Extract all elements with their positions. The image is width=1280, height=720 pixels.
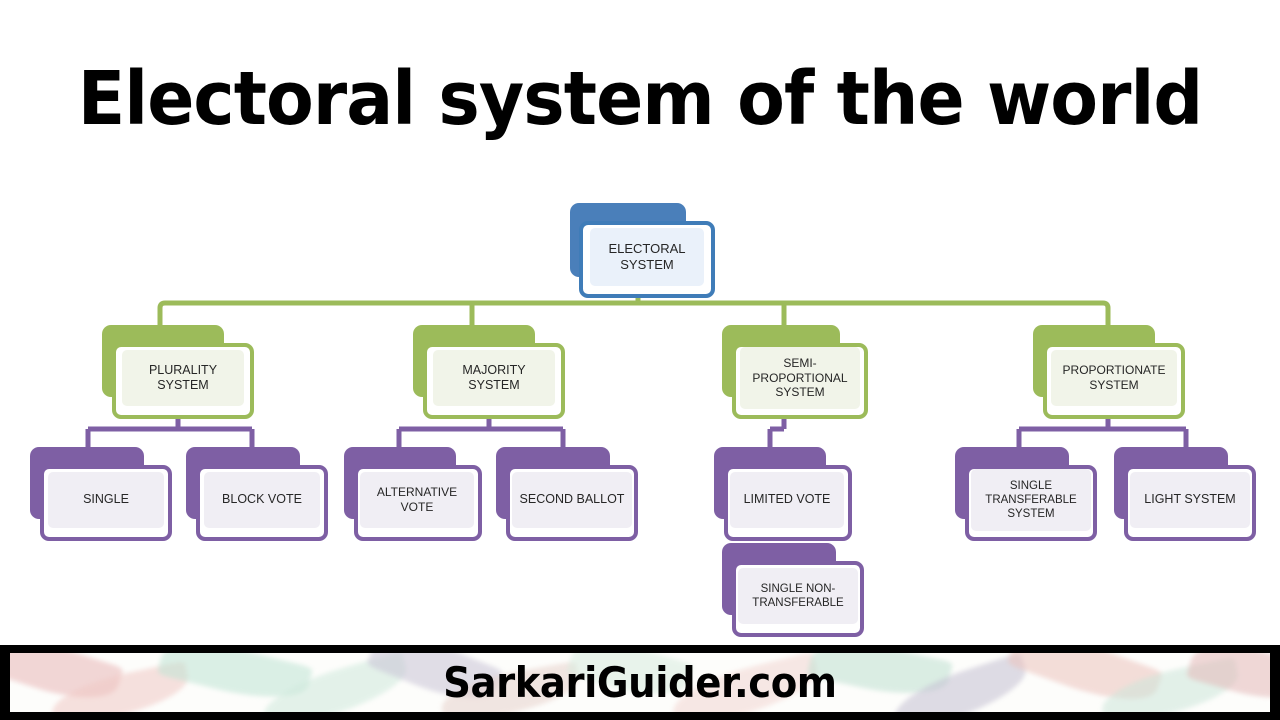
- node-single-transferable-system[interactable]: SINGLE TRANSFERABLE SYSTEM: [955, 447, 1097, 541]
- node-proportionate-system[interactable]: PROPORTIONATE SYSTEM: [1033, 325, 1185, 419]
- node-semi-proportional-system[interactable]: SEMI- PROPORTIONAL SYSTEM: [722, 325, 868, 419]
- node-label-semi-proportional-system: SEMI- PROPORTIONAL SYSTEM: [752, 356, 848, 400]
- node-light-system[interactable]: LIGHT SYSTEM: [1114, 447, 1256, 541]
- node-inner-panel: PROPORTIONATE SYSTEM: [1051, 350, 1177, 406]
- node-inner-panel: LIGHT SYSTEM: [1130, 472, 1250, 528]
- watermark-banner: SarkariGuider.com: [0, 645, 1280, 720]
- node-plurality-system[interactable]: PLURALITY SYSTEM: [102, 325, 254, 419]
- node-label-majority-system: MAJORITY SYSTEM: [462, 362, 526, 392]
- node-label-proportionate-system: PROPORTIONATE SYSTEM: [1062, 363, 1166, 392]
- node-inner-panel: ELECTORAL SYSTEM: [590, 228, 704, 286]
- node-inner-panel: PLURALITY SYSTEM: [122, 350, 244, 406]
- node-label-single: SINGLE: [83, 492, 129, 507]
- banner-watermark-background: [10, 653, 1270, 712]
- node-inner-panel: SINGLE: [48, 472, 164, 528]
- node-inner-panel: BLOCK VOTE: [204, 472, 320, 528]
- node-inner-panel: MAJORITY SYSTEM: [433, 350, 555, 406]
- node-label-limited-vote: LIMITED VOTE: [743, 492, 831, 507]
- electoral-system-hierarchy-diagram: ELECTORAL SYSTEM PLURALITY SYSTEM MAJORI…: [30, 203, 1256, 637]
- node-alternative-vote[interactable]: ALTERNATIVE VOTE: [344, 447, 482, 541]
- node-single-non-transferable[interactable]: SINGLE NON- TRANSFERABLE: [722, 543, 864, 637]
- connector-bus-to-plurality: [157, 300, 166, 325]
- node-label-single-transferable-system: SINGLE TRANSFERABLE SYSTEM: [985, 479, 1077, 520]
- node-inner-panel: ALTERNATIVE VOTE: [360, 472, 474, 528]
- connector-lines: [85, 292, 1189, 447]
- node-single[interactable]: SINGLE: [30, 447, 172, 541]
- node-inner-panel: LIMITED VOTE: [730, 472, 844, 528]
- node-inner-panel: SECOND BALLOT: [512, 472, 632, 528]
- connector-bus-to-proportionate: [1102, 300, 1111, 325]
- node-limited-vote[interactable]: LIMITED VOTE: [714, 447, 852, 541]
- node-label-single-non-transferable: SINGLE NON- TRANSFERABLE: [752, 582, 844, 609]
- node-second-ballot[interactable]: SECOND BALLOT: [496, 447, 638, 541]
- node-inner-panel: SINGLE NON- TRANSFERABLE: [738, 568, 858, 624]
- node-block-vote[interactable]: BLOCK VOTE: [186, 447, 328, 541]
- node-electoral-system[interactable]: ELECTORAL SYSTEM: [570, 203, 715, 298]
- node-inner-panel: SINGLE TRANSFERABLE SYSTEM: [971, 469, 1091, 531]
- node-inner-panel: SEMI- PROPORTIONAL SYSTEM: [740, 347, 860, 409]
- node-label-electoral-system: ELECTORAL SYSTEM: [608, 241, 686, 272]
- node-label-block-vote: BLOCK VOTE: [222, 492, 302, 507]
- node-label-alternative-vote: ALTERNATIVE VOTE: [376, 485, 458, 514]
- page-title: Electoral system of the world: [77, 56, 1204, 142]
- banner-watermark-text: SarkariGuider.com: [443, 658, 837, 707]
- node-label-plurality-system: PLURALITY SYSTEM: [148, 362, 218, 392]
- node-majority-system[interactable]: MAJORITY SYSTEM: [413, 325, 565, 419]
- node-label-light-system: LIGHT SYSTEM: [1144, 492, 1236, 507]
- node-label-second-ballot: SECOND BALLOT: [519, 492, 625, 507]
